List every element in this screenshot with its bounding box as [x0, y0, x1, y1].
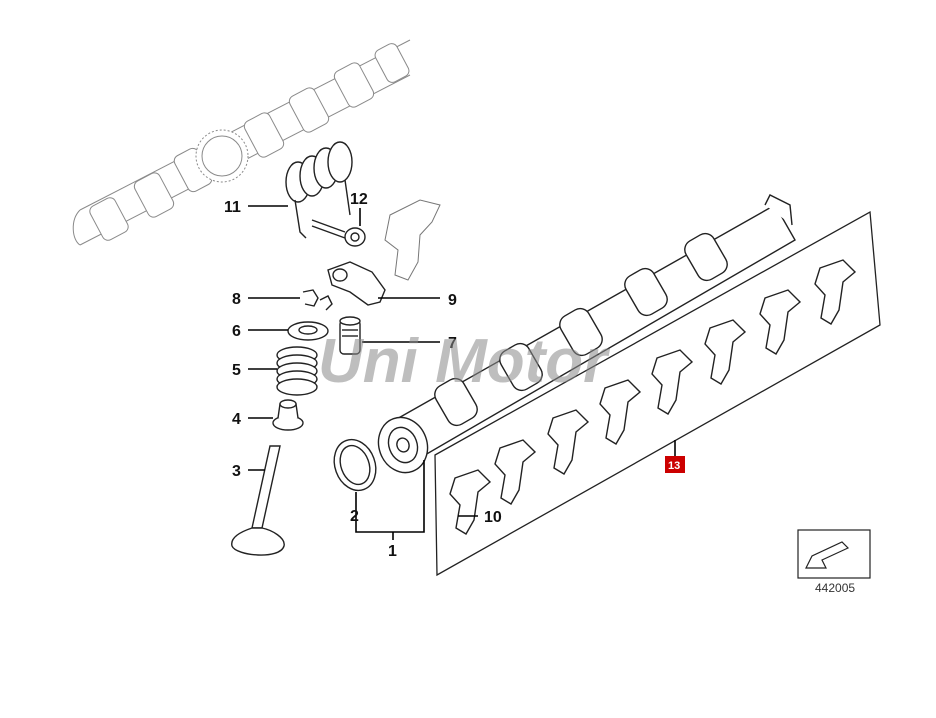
part-13-badge[interactable]: 13: [665, 456, 685, 473]
label-8: 8: [232, 291, 241, 308]
label-10: 10: [484, 509, 502, 526]
leader-lines: [248, 205, 676, 540]
clip-part: [302, 289, 333, 311]
camshaft-part: [377, 194, 796, 474]
seal-ring-part: [333, 438, 377, 492]
valve-part: [231, 445, 285, 556]
label-5: 5: [232, 362, 241, 379]
label-2: 2: [350, 508, 359, 525]
torsion-spring-part: [285, 141, 353, 239]
watermark: Uni Motor: [318, 327, 610, 396]
valve-spring-part: [276, 346, 318, 396]
label-13: 13: [668, 460, 680, 472]
label-6: 6: [232, 323, 241, 340]
label-4: 4: [232, 411, 241, 428]
label-1: 1: [388, 543, 397, 560]
lifter-part: [339, 316, 361, 355]
label-3: 3: [232, 463, 241, 480]
rocker-arm-part: [327, 261, 386, 306]
bolt-part: [311, 219, 366, 247]
label-7: 7: [448, 335, 457, 352]
follower-kit-box: [434, 210, 881, 577]
background-rocker: [384, 199, 441, 281]
background-shaft: [72, 39, 411, 246]
valve-seal-part: [272, 399, 304, 431]
label-9: 9: [448, 292, 457, 309]
reference-number: 442005: [815, 581, 855, 595]
roller-followers: [449, 259, 857, 535]
arrow-icon: [805, 541, 850, 569]
part-number-labels: 11 12 8 9 6 7 5 4 3 2 1 10: [224, 191, 502, 560]
label-11: 11: [224, 199, 241, 216]
spring-retainer-part: [287, 321, 329, 341]
label-12: 12: [350, 191, 368, 208]
reference-icon-box: 442005: [797, 529, 871, 595]
